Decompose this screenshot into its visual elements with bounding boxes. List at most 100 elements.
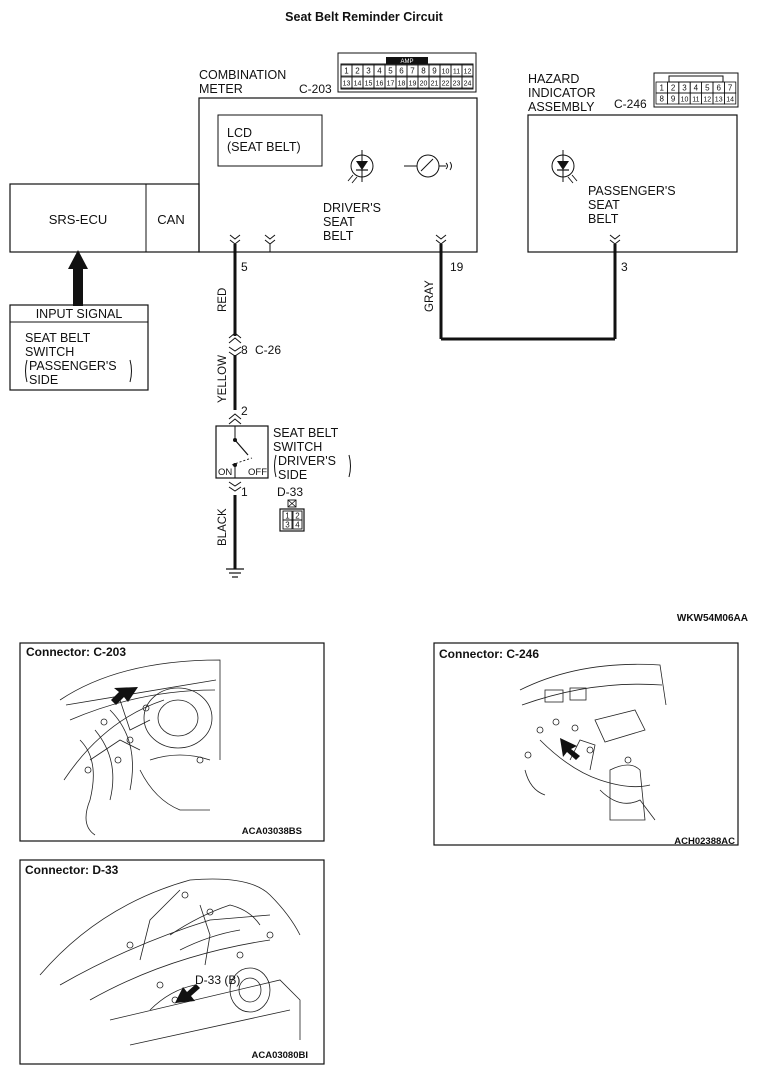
c203-pin-1: 1	[344, 67, 349, 76]
d33-callout-label: D-33 (B)	[195, 973, 240, 987]
panel-c246-code: ACH02388AC	[674, 836, 735, 847]
ground-icon	[226, 568, 244, 578]
input-arrow	[68, 250, 88, 306]
lcd-label-1: LCD	[227, 126, 252, 140]
switch-label-2: SWITCH	[273, 440, 322, 454]
hazard-label-2: INDICATOR	[528, 86, 596, 100]
c203-pin-2: 2	[355, 67, 360, 76]
switch-pin-2-label: 2	[241, 404, 248, 418]
srs-ecu-box	[9, 183, 200, 253]
panel-c203-title: Connector: C-203	[26, 645, 126, 659]
dashboard-illustration	[59, 659, 221, 836]
combination-meter-label-2: METER	[199, 82, 243, 96]
driver-led-icon	[347, 150, 374, 184]
c246-location-arrow	[560, 738, 580, 760]
seat-belt-switch-driver: ON OFF SEAT BELT SWITCH DRIVER'S SIDE D-…	[215, 425, 351, 532]
input-signal-line-3: PASSENGER'S	[29, 359, 117, 373]
car-body-illustration	[39, 878, 301, 1046]
c246-pin-11: 11	[692, 97, 699, 104]
d33-pin-1: 1	[285, 512, 290, 521]
panel-c203-code: ACA03038BS	[242, 826, 302, 837]
pin-5-label: 5	[241, 260, 248, 274]
c203-pin-13: 13	[343, 81, 351, 88]
c246-pin-9: 9	[671, 95, 676, 104]
combination-meter-connector-label: C-203	[299, 82, 332, 96]
c203-pin-20: 20	[420, 81, 428, 88]
hazard-connector-label: C-246	[614, 97, 647, 111]
switch-off-label: OFF	[248, 467, 267, 478]
wire-color-red: RED	[217, 288, 229, 312]
diagram-code: WKW54M06AA	[677, 613, 748, 624]
switch-label-3: DRIVER'S	[278, 454, 336, 468]
srs-ecu-label: SRS-ECU	[49, 212, 108, 227]
c203-cell-24	[461, 76, 474, 89]
panel-connector-c246: Connector: C-246 ACH02388AC	[433, 642, 739, 847]
wire-color-yellow: YELLOW	[217, 355, 229, 403]
c246-pin-3: 3	[682, 84, 687, 93]
driver-indicator-label-2: SEAT	[323, 215, 355, 229]
c246-pin-14: 14	[726, 97, 734, 104]
c203-pin-4: 4	[377, 67, 382, 76]
d33-pin-2: 2	[295, 512, 300, 521]
c203-pin-5: 5	[388, 67, 393, 76]
passenger-indicator-label-3: BELT	[588, 212, 619, 226]
input-signal-header: INPUT SIGNAL	[36, 307, 123, 321]
buzzer-icon	[404, 154, 452, 178]
console-illustration	[519, 663, 667, 821]
c246-pin-12: 12	[703, 97, 711, 104]
panel-d33-title: Connector: D-33	[25, 863, 119, 877]
wire-color-black: BLACK	[217, 508, 229, 546]
junction-connector-label: C-26	[255, 343, 281, 357]
lcd-label-2: (SEAT BELT)	[227, 140, 301, 154]
c203-pin-12: 12	[464, 69, 472, 76]
c203-pin-14: 14	[354, 81, 362, 88]
panel-connector-c203: Connector: C-203 ACA03038BS	[19, 642, 325, 842]
panel-d33-code: ACA03080BI	[252, 1050, 309, 1061]
switch-on-label: ON	[218, 467, 232, 478]
d33-location-arrow	[175, 984, 200, 1003]
combination-meter-label-1: COMBINATION	[199, 68, 286, 82]
c246-pin-7: 7	[728, 84, 733, 93]
wire-color-gray: GRAY	[424, 280, 436, 312]
c246-pin-10: 10	[681, 97, 689, 104]
c203-pin-21: 21	[431, 81, 439, 88]
pin-19-label: 19	[450, 260, 464, 274]
wire-harness: 5 RED 8 C-26 YELLOW 2 19 3 GRAY 1 BLACK	[217, 234, 628, 578]
c246-pin-5: 5	[705, 84, 710, 93]
c203-pin-9: 9	[432, 67, 437, 76]
input-signal-line-4: SIDE	[29, 373, 58, 387]
c203-pin-23: 23	[453, 81, 461, 88]
c203-pin-18: 18	[398, 81, 406, 88]
c203-pin-3: 3	[366, 67, 371, 76]
c246-pin-1: 1	[659, 84, 664, 93]
seat-belt-switch-box	[215, 425, 269, 479]
panel-c246-title: Connector: C-246	[439, 647, 539, 661]
c246-pin-8: 8	[659, 95, 664, 104]
c203-pin-22: 22	[442, 81, 450, 88]
hazard-label-1: HAZARD	[528, 72, 579, 86]
c203-pin-16: 16	[376, 81, 384, 88]
switch-label-1: SEAT BELT	[273, 426, 339, 440]
c246-pin-2: 2	[671, 84, 676, 93]
c246-pin-13: 13	[715, 97, 723, 104]
passenger-indicator-label-1: PASSENGER'S	[588, 184, 676, 198]
c203-cell-12	[461, 64, 474, 77]
junction-pin-label: 8	[241, 343, 248, 357]
diagram-title: Seat Belt Reminder Circuit	[285, 10, 444, 24]
pin-3-label: 3	[621, 260, 628, 274]
c203-pin-8: 8	[421, 67, 426, 76]
can-bus-label: CAN	[157, 212, 184, 227]
switch-pin-1-label: 1	[241, 485, 248, 499]
passenger-led-icon	[551, 150, 578, 184]
d33-pin-4: 4	[295, 521, 300, 530]
hazard-label-3: ASSEMBLY	[528, 100, 595, 114]
c246-cell-14	[724, 92, 737, 105]
panel-connector-d33: Connector: D-33 D-33 (B) ACA03080BI	[19, 859, 325, 1065]
driver-indicator-label-3: BELT	[323, 229, 354, 243]
c203-pin-15: 15	[365, 81, 373, 88]
